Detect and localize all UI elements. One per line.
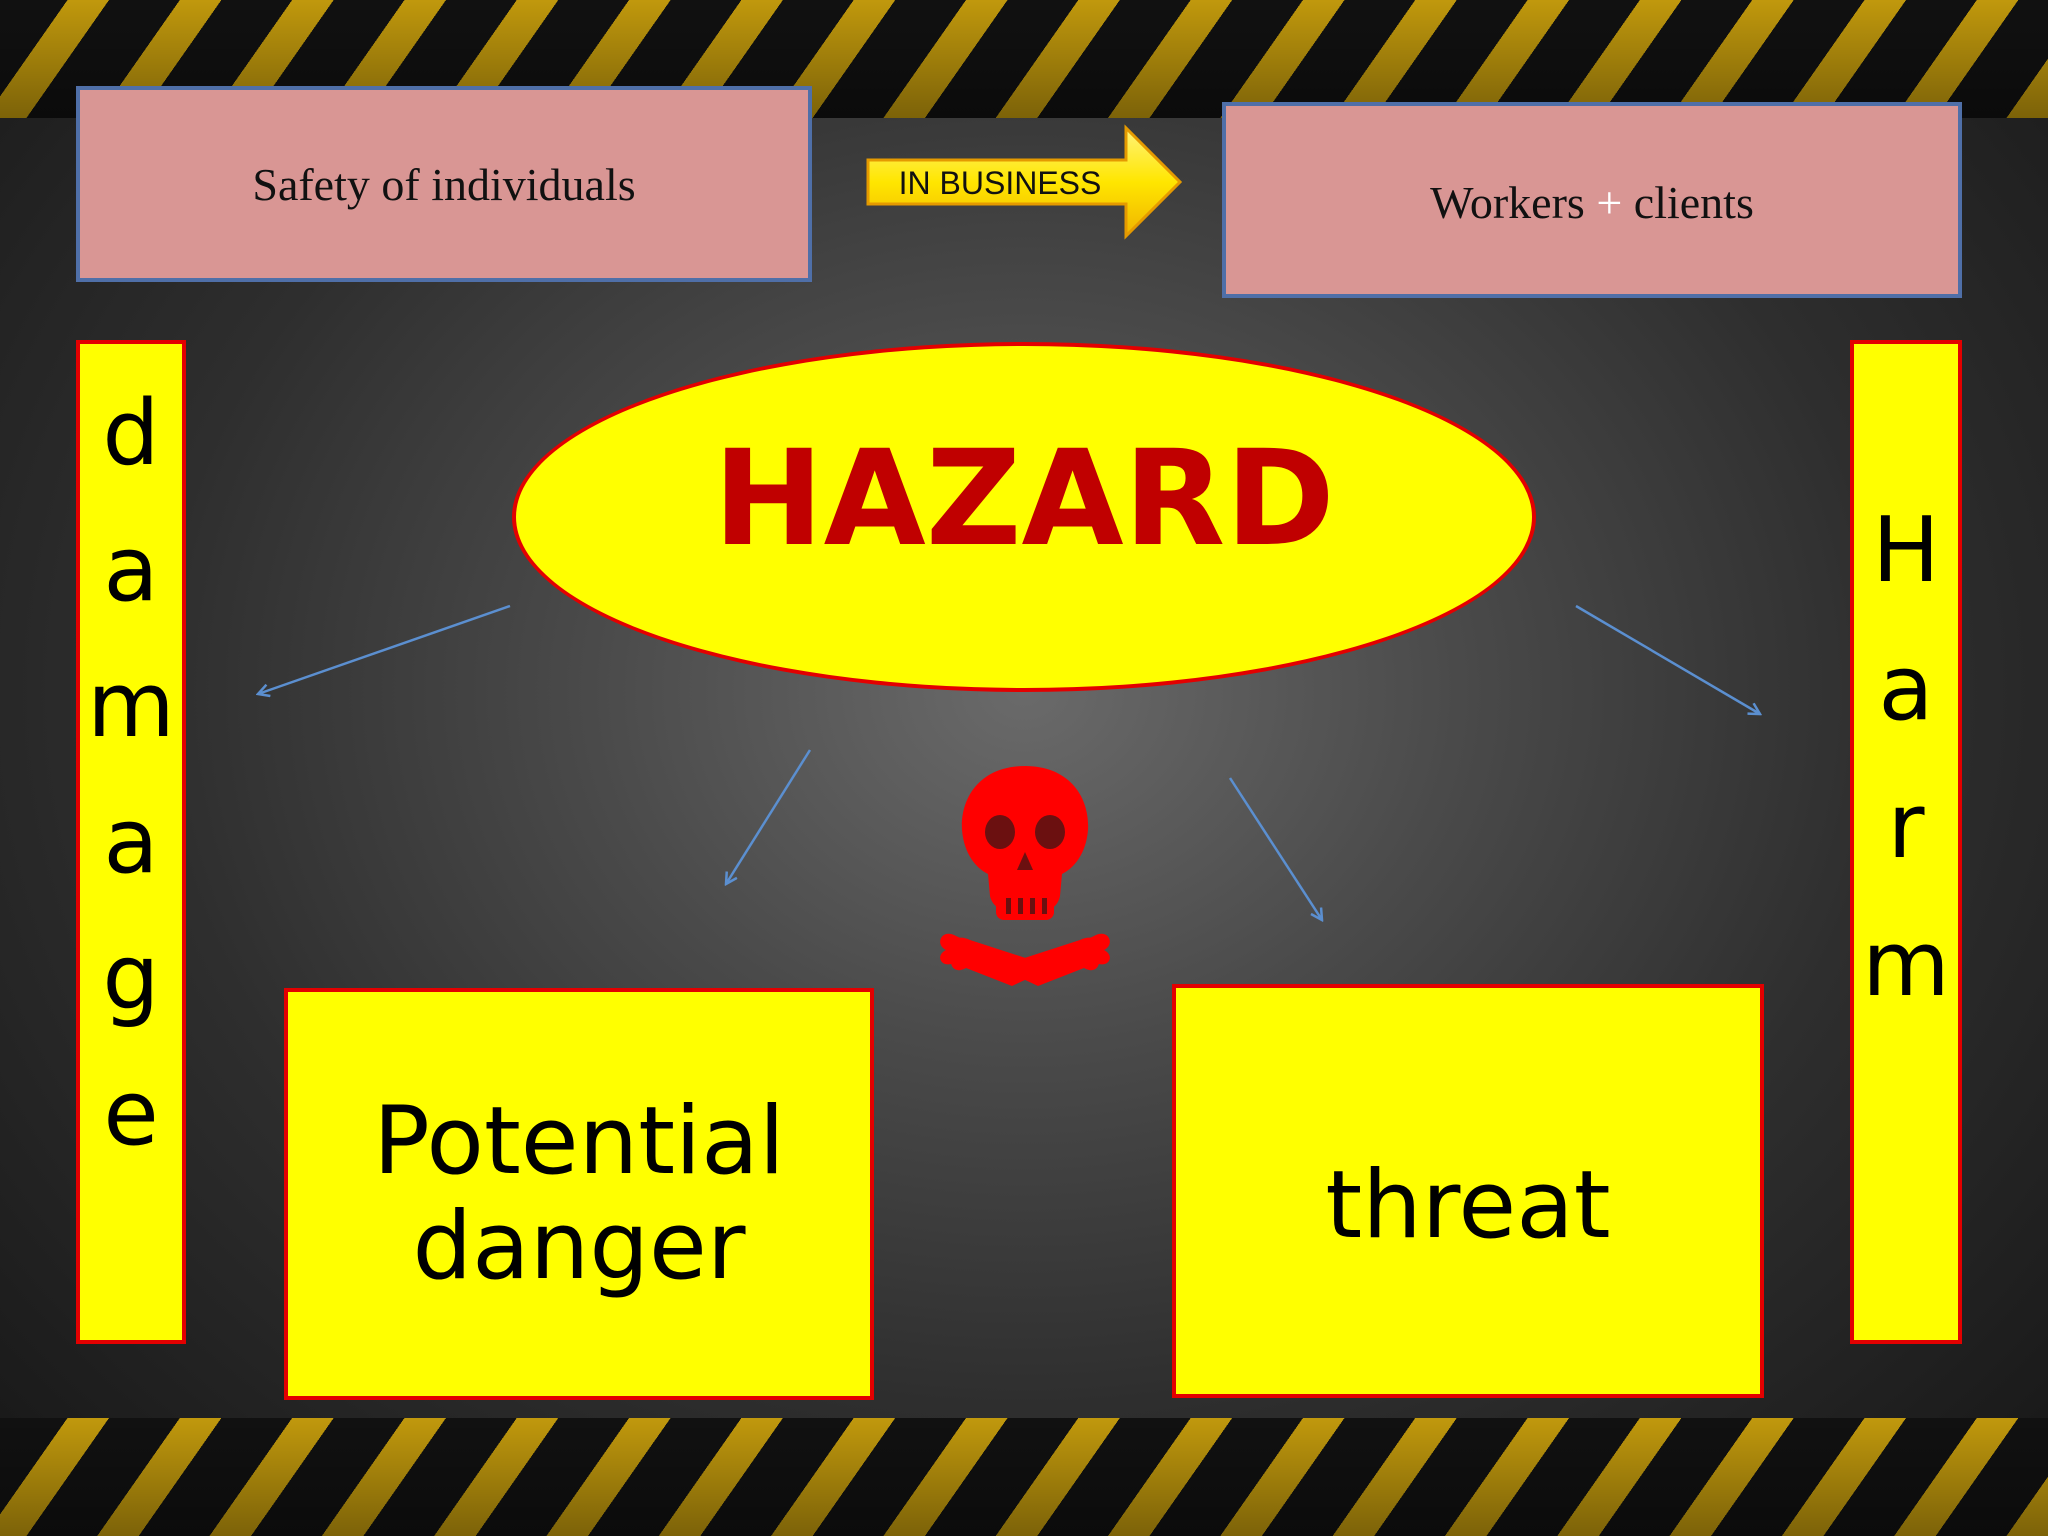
damage-letter: g — [102, 925, 160, 1030]
hazard-oval: HAZARD — [512, 342, 1536, 692]
safety-of-individuals-label: Safety of individuals — [252, 158, 636, 210]
harm-letter: a — [1878, 636, 1934, 741]
damage-letter: d — [102, 381, 160, 486]
arrow-to-threat — [1228, 777, 1322, 920]
workers-text: Workers — [1430, 176, 1597, 228]
in-business-label: IN BUSINESS — [899, 165, 1102, 201]
harm-letter: m — [1862, 912, 1950, 1017]
in-business-arrow: IN BUSINESS — [866, 124, 1183, 240]
harm-letter: H — [1872, 498, 1940, 603]
harm-letter: r — [1887, 774, 1925, 879]
potential-line: Potential — [373, 1086, 785, 1196]
damage-vertical-bar: d a m a g e — [76, 340, 186, 1344]
in-business-arrow-shape — [866, 124, 1183, 240]
harm-vertical-bar: H a r m — [1850, 340, 1962, 1344]
potential-danger-label: Potential danger — [373, 1086, 785, 1301]
hazard-title: HAZARD — [713, 422, 1335, 576]
bottom-hazard-stripes — [0, 1418, 2048, 1536]
threat-box: threat — [1172, 984, 1764, 1398]
threat-label: threat — [1325, 1150, 1611, 1260]
potential-danger-box: Potential danger — [284, 988, 874, 1400]
arrow-to-damage — [258, 604, 511, 694]
workers-clients-box: Workers + clients — [1222, 102, 1962, 298]
plus-sign: + — [1596, 176, 1623, 228]
damage-letter: a — [103, 517, 159, 622]
skull-and-crossbones-icon — [940, 766, 1110, 986]
safety-of-individuals-box: Safety of individuals — [76, 86, 812, 282]
workers-clients-label: Workers + clients — [1430, 176, 1754, 229]
danger-line: danger — [412, 1192, 746, 1301]
damage-letter: a — [103, 789, 159, 894]
arrow-to-harm — [1575, 604, 1760, 714]
arrow-to-potential-danger — [726, 749, 812, 884]
clients-text: clients — [1622, 176, 1754, 228]
damage-letter: e — [103, 1061, 159, 1166]
damage-letter: m — [87, 653, 175, 758]
